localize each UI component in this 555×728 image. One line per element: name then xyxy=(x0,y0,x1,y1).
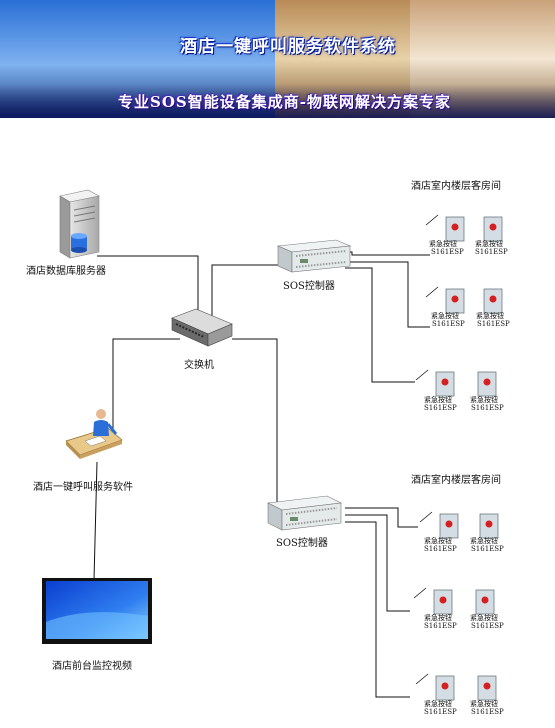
panel-model: S161ESP xyxy=(424,708,457,716)
operator-desk-icon xyxy=(65,409,123,459)
panel-label: 紧急按钮 xyxy=(470,395,498,404)
monitor-icon xyxy=(42,578,152,644)
db-server-label: 酒店数据库服务器 xyxy=(26,264,106,277)
line-ctrl1-group1 xyxy=(345,251,430,256)
line-switch-software xyxy=(112,338,180,437)
panel-label: 紧急按钮 xyxy=(476,311,504,320)
panel-model: S161ESP xyxy=(475,248,508,256)
sos-controller-icon xyxy=(276,239,352,273)
panel-label: 紧急按钮 xyxy=(424,395,452,404)
panel-label: 紧急按钮 xyxy=(475,239,503,248)
panel-label: 紧急按钮 xyxy=(470,536,498,545)
guest-floor-label: 酒店室内楼层客房间 xyxy=(411,473,501,486)
line-ctrl2-group3 xyxy=(345,521,410,698)
line-server-switch xyxy=(97,255,199,318)
panel-model: S161ESP xyxy=(424,622,457,630)
sos-controller-icon xyxy=(266,495,343,531)
switch-label: 交换机 xyxy=(184,358,214,371)
panel-label: 紧急按钮 xyxy=(424,699,452,708)
switch-icon xyxy=(171,308,233,347)
panel-row xyxy=(413,587,495,615)
banner: 酒店一键呼叫服务软件系统 专业SOS智能设备集成商-物联网解决方案专家 xyxy=(0,0,555,118)
monitor-label: 酒店前台监控视频 xyxy=(52,659,132,672)
banner-strip xyxy=(0,84,555,118)
panel-row xyxy=(415,673,497,701)
guest-floor-label: 酒店室内楼层客房间 xyxy=(411,179,501,192)
panel-row xyxy=(425,286,503,314)
panel-model: S161ESP xyxy=(471,622,504,630)
panel-model: S161ESP xyxy=(471,545,504,553)
software-label: 酒店一键呼叫服务软件 xyxy=(33,480,133,493)
panel-label: 紧急按钮 xyxy=(431,311,459,320)
panel-model: S161ESP xyxy=(432,320,465,328)
banner-title: 酒店一键呼叫服务软件系统 xyxy=(180,37,396,57)
panel-row xyxy=(419,511,499,539)
line-switch-controller-bottom xyxy=(232,338,278,504)
panel-model: S161ESP xyxy=(424,545,457,553)
panel-row xyxy=(425,214,503,242)
line-ctrl1-group3 xyxy=(345,267,415,383)
banner-subtitle: 专业SOS智能设备集成商-物联网解决方案专家 xyxy=(118,93,451,111)
controller-bottom-label: SOS控制器 xyxy=(276,536,328,549)
panel-label: 紧急按钮 xyxy=(470,613,498,622)
line-ctrl1-group2 xyxy=(345,261,430,328)
panel-captions: 紧急按钮 S161ESP 紧急按钮 S161ESP 紧急按钮 S161ESP 紧… xyxy=(424,239,510,716)
controller-top-label: SOS控制器 xyxy=(283,279,335,292)
line-software-monitor xyxy=(93,461,98,581)
panel-row xyxy=(415,369,497,397)
panel-model: S161ESP xyxy=(431,248,464,256)
panel-model: S161ESP xyxy=(471,404,504,412)
panel-label: 紧急按钮 xyxy=(470,699,498,708)
panel-label: 紧急按钮 xyxy=(429,239,457,248)
line-ctrl2-group2 xyxy=(345,514,410,612)
line-ctrl2-group1 xyxy=(345,507,418,528)
panel-model: S161ESP xyxy=(471,708,504,716)
panel-model: S161ESP xyxy=(424,404,457,412)
line-switch-controller-top xyxy=(211,264,278,318)
panel-label: 紧急按钮 xyxy=(424,536,452,545)
panel-label: 紧急按钮 xyxy=(424,613,452,622)
connection-lines xyxy=(93,251,430,698)
panel-model: S161ESP xyxy=(477,320,510,328)
db-server-icon xyxy=(59,189,100,259)
